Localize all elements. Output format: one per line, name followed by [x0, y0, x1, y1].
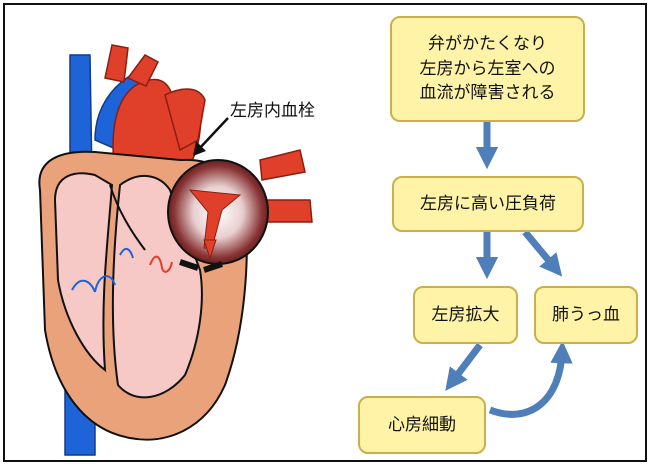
flow-box-atrial-fibrillation-text: 心房細動 — [388, 413, 456, 438]
arrow-box2-to-box4 — [525, 232, 555, 268]
flow-box-pressure-load: 左房に高い圧負荷 — [392, 176, 584, 232]
flow-box-valve-stenosis-line2: 左房から左室への — [420, 57, 556, 82]
arrow-box3-to-box5 — [452, 345, 480, 382]
flow-box-atrial-enlargement: 左房拡大 — [413, 286, 518, 344]
thrombus-label: 左房内血栓 — [230, 96, 315, 121]
flow-box-pulmonary-congestion-text: 肺うっ血 — [552, 303, 620, 328]
flow-box-valve-stenosis: 弁がかたくなり 左房から左室への 血流が障害される — [390, 16, 585, 122]
flow-box-atrial-fibrillation: 心房細動 — [358, 396, 486, 454]
arrow-box5-to-box4 — [490, 352, 562, 414]
flow-box-pressure-load-text: 左房に高い圧負荷 — [420, 192, 556, 217]
flow-box-valve-stenosis-line1: 弁がかたくなり — [428, 32, 547, 57]
flow-box-valve-stenosis-line3: 血流が障害される — [420, 81, 556, 106]
left-atrium-thrombus — [168, 160, 268, 264]
flow-box-atrial-enlargement-text: 左房拡大 — [432, 303, 500, 328]
flow-arrows — [452, 122, 562, 414]
flow-box-pulmonary-congestion: 肺うっ血 — [534, 286, 638, 344]
